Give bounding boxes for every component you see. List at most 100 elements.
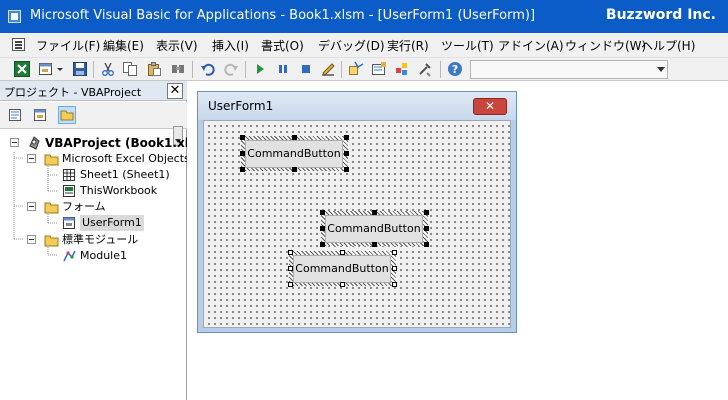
reset-icon[interactable]: [298, 61, 314, 77]
resize-handle[interactable]: [320, 226, 325, 231]
userform-client-area[interactable]: CommandButton CommandButton CommandButto…: [203, 120, 511, 328]
excel-icon[interactable]: [14, 61, 30, 77]
tree-item-excel-objects[interactable]: Microsoft Excel Objects: [44, 151, 187, 167]
resize-handle[interactable]: [292, 167, 297, 172]
resize-handle[interactable]: [288, 266, 293, 271]
resize-handle[interactable]: [240, 151, 245, 156]
tree-item-thisworkbook[interactable]: ThisWorkbook: [62, 183, 187, 199]
tree-item-userform1[interactable]: UserForm1: [62, 215, 187, 231]
workbook-icon: [62, 184, 77, 198]
menu-help[interactable]: ヘルプ(H): [641, 39, 696, 53]
menu-window[interactable]: ウィンドウ(W): [565, 39, 647, 53]
help-icon[interactable]: ?: [447, 61, 463, 77]
vba-app-icon: [8, 10, 21, 23]
copy-icon[interactable]: [122, 61, 138, 77]
cut-icon[interactable]: [100, 61, 116, 77]
resize-handle[interactable]: [372, 242, 377, 247]
toolbar-separator: [245, 61, 246, 78]
folder-icon: [44, 233, 59, 247]
menu-view[interactable]: 表示(V): [156, 39, 198, 53]
menu-tools[interactable]: ツール(T): [441, 39, 494, 53]
resize-handle[interactable]: [344, 167, 349, 172]
toggle-folders-icon[interactable]: [58, 106, 76, 124]
form-designer[interactable]: UserForm1 ✕ CommandButton CommandButton: [188, 81, 728, 400]
resize-handle[interactable]: [320, 210, 325, 215]
tree-item-module1[interactable]: Module1: [62, 248, 187, 264]
resize-handle[interactable]: [240, 167, 245, 172]
location-combo[interactable]: [470, 60, 668, 79]
menu-run[interactable]: 実行(R): [387, 39, 429, 53]
close-icon[interactable]: ✕: [167, 83, 183, 99]
command-button-1[interactable]: CommandButton: [245, 140, 343, 168]
undo-icon[interactable]: [200, 61, 216, 77]
tree-item-vbaproject[interactable]: VBAProject (Book1.xlsm): [27, 135, 187, 151]
resize-handle[interactable]: [344, 151, 349, 156]
toolbar-separator: [93, 61, 94, 78]
view-object-icon[interactable]: [31, 106, 49, 124]
menu-format[interactable]: 書式(O): [261, 39, 304, 53]
resize-handle[interactable]: [340, 250, 345, 255]
project-pane-toolbar: [0, 102, 187, 146]
resize-handle[interactable]: [288, 282, 293, 287]
folder-icon: [44, 200, 59, 214]
design-mode-icon[interactable]: [320, 61, 336, 77]
resize-handle[interactable]: [292, 135, 297, 140]
command-button-2[interactable]: CommandButton: [325, 215, 423, 243]
project-explorer: プロジェクト - VBAProject ✕: [0, 81, 187, 400]
toolbar-separator: [440, 61, 441, 78]
project-tree: VBAProject (Book1.xlsm) Microsoft Excel …: [0, 130, 187, 400]
pause-icon[interactable]: [275, 61, 291, 77]
toolbox-icon[interactable]: [417, 61, 433, 77]
insert-userform-icon[interactable]: [38, 61, 54, 77]
menu-edit[interactable]: 編集(E): [103, 39, 144, 53]
resize-handle[interactable]: [424, 226, 429, 231]
scroll-arrow-icon[interactable]: [173, 126, 183, 146]
command-button-3[interactable]: CommandButton: [293, 255, 391, 283]
tree-connector-lines: [13, 152, 58, 256]
combo-arrow-icon[interactable]: [657, 67, 665, 72]
resize-handle[interactable]: [392, 282, 397, 287]
userform-title: UserForm1: [208, 99, 274, 113]
properties-icon[interactable]: [371, 61, 387, 77]
window-title-bar[interactable]: Microsoft Visual Basic for Applications …: [0, 0, 728, 33]
sheet-icon: [62, 168, 77, 182]
tree-item-standard-modules[interactable]: 標準モジュール: [44, 232, 187, 248]
project-pane-title: プロジェクト - VBAProject: [4, 86, 142, 99]
resize-handle[interactable]: [340, 282, 345, 287]
resize-handle[interactable]: [392, 250, 397, 255]
collapse-icon[interactable]: [10, 138, 19, 147]
redo-icon[interactable]: [223, 61, 239, 77]
menu-insert[interactable]: 挿入(I): [212, 39, 249, 53]
resize-handle[interactable]: [344, 135, 349, 140]
project-pane-header[interactable]: プロジェクト - VBAProject ✕: [0, 81, 187, 101]
tree-item-sheet1[interactable]: Sheet1 (Sheet1): [62, 167, 187, 183]
resize-handle[interactable]: [424, 210, 429, 215]
resize-handle[interactable]: [424, 242, 429, 247]
menu-window-icon[interactable]: [12, 38, 25, 51]
tree-item-forms[interactable]: フォーム: [44, 199, 187, 215]
project-explorer-icon[interactable]: [348, 61, 364, 77]
resize-handle[interactable]: [392, 266, 397, 271]
watermark: Buzzword Inc.: [605, 7, 716, 23]
object-browser-icon[interactable]: [394, 61, 410, 77]
menu-addins[interactable]: アドイン(A): [498, 39, 564, 53]
collapse-icon[interactable]: [27, 235, 36, 244]
find-icon[interactable]: [170, 61, 186, 77]
menu-file[interactable]: ファイル(F): [36, 39, 101, 53]
dropdown-arrow-icon[interactable]: [56, 61, 64, 77]
save-icon[interactable]: [72, 61, 88, 77]
collapse-icon[interactable]: [27, 202, 36, 211]
resize-handle[interactable]: [288, 250, 293, 255]
menu-debug[interactable]: デバッグ(D): [318, 39, 385, 53]
userform-title-bar[interactable]: UserForm1 ✕: [198, 92, 516, 120]
paste-icon[interactable]: [146, 61, 162, 77]
resize-handle[interactable]: [372, 210, 377, 215]
svg-text:?: ?: [452, 63, 458, 76]
resize-handle[interactable]: [240, 135, 245, 140]
run-icon[interactable]: [252, 61, 268, 77]
close-icon[interactable]: ✕: [473, 98, 507, 115]
collapse-icon[interactable]: [27, 154, 36, 163]
userform-window[interactable]: UserForm1 ✕ CommandButton CommandButton: [197, 91, 517, 333]
view-code-icon[interactable]: [6, 106, 24, 124]
resize-handle[interactable]: [320, 242, 325, 247]
